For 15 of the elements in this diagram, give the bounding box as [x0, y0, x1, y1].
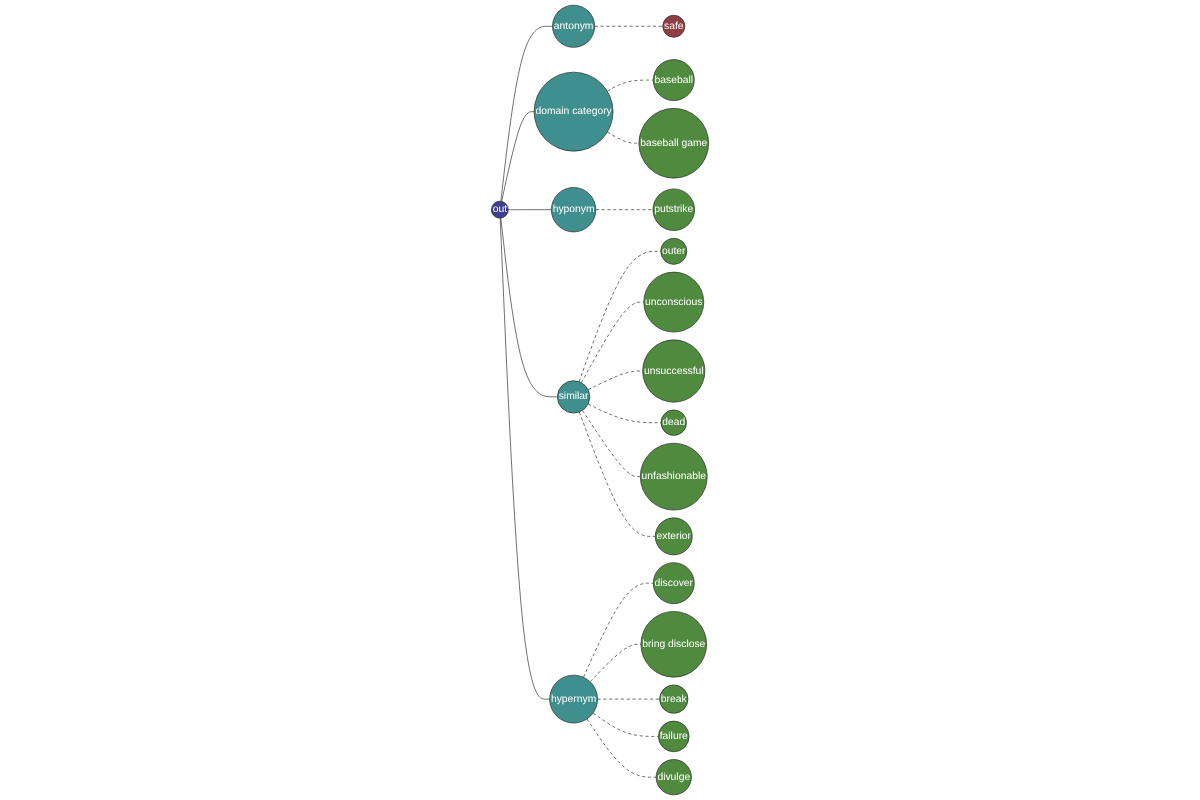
connector — [595, 209, 654, 211]
connector — [594, 25, 664, 27]
connector — [597, 698, 660, 700]
connector — [589, 643, 642, 683]
connector — [499, 217, 550, 700]
connector — [500, 25, 553, 202]
connector — [578, 411, 656, 537]
connector — [500, 217, 558, 398]
connector — [607, 79, 654, 92]
connector — [583, 582, 654, 678]
connector — [587, 370, 643, 390]
connector — [507, 209, 552, 211]
connector — [587, 403, 662, 423]
connector — [501, 111, 535, 202]
connector — [586, 718, 657, 778]
